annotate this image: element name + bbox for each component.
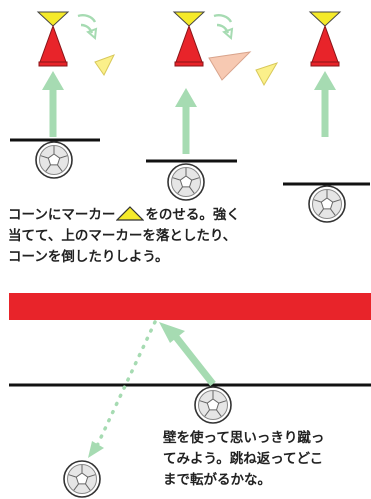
soccer-ball-icon	[35, 141, 73, 179]
wall	[9, 293, 371, 320]
rebound-arrow-icon	[212, 14, 234, 40]
marker-icon	[94, 54, 116, 76]
marker-icon	[208, 51, 252, 81]
scene-wall	[9, 293, 371, 498]
soccer-ball-icon	[308, 185, 346, 223]
rebound-arrow-icon	[76, 14, 98, 40]
caption-line: コーンを倒したりしよう。	[8, 249, 169, 265]
marker-icon	[116, 206, 145, 221]
kick-arrow-icon	[159, 322, 216, 387]
soccer-ball-icon	[194, 386, 232, 424]
wall-drill-caption: 壁を使って思いっきり蹴っ てみよう。跳ね返ってどこ まで転がるかな。	[163, 428, 324, 491]
caption-line: 壁を使って思いっきり蹴っ	[163, 430, 325, 446]
traffic-cone-icon	[37, 11, 69, 67]
caption-line: 当てて、上のマーカーを落としたり、	[8, 228, 237, 244]
kick-arrow-icon	[42, 71, 64, 137]
caption-line: コーンにマーカー をのせる。強く	[8, 205, 240, 226]
traffic-cone-icon	[309, 11, 341, 67]
scene-cone-2	[146, 11, 279, 201]
marker-icon	[255, 62, 279, 87]
caption-line: まで転がるかな。	[163, 472, 271, 488]
traffic-cone-icon	[173, 11, 205, 67]
cone-drill-caption: コーンにマーカー をのせる。強く 当てて、上のマーカーを落としたり、 コーンを倒し…	[8, 205, 240, 268]
caption-text: をのせる。強く	[145, 207, 240, 223]
caption-line: てみよう。跳ね返ってどこ	[163, 451, 324, 467]
scene-cone-1	[10, 11, 116, 179]
scene-cone-3	[283, 11, 370, 223]
caption-text: コーンにマーカー	[8, 207, 116, 223]
soccer-ball-icon	[63, 460, 101, 498]
kick-arrow-icon	[175, 88, 197, 154]
soccer-ball-icon	[167, 163, 205, 201]
rebound-path	[88, 320, 157, 458]
kick-arrow-icon	[314, 71, 336, 137]
